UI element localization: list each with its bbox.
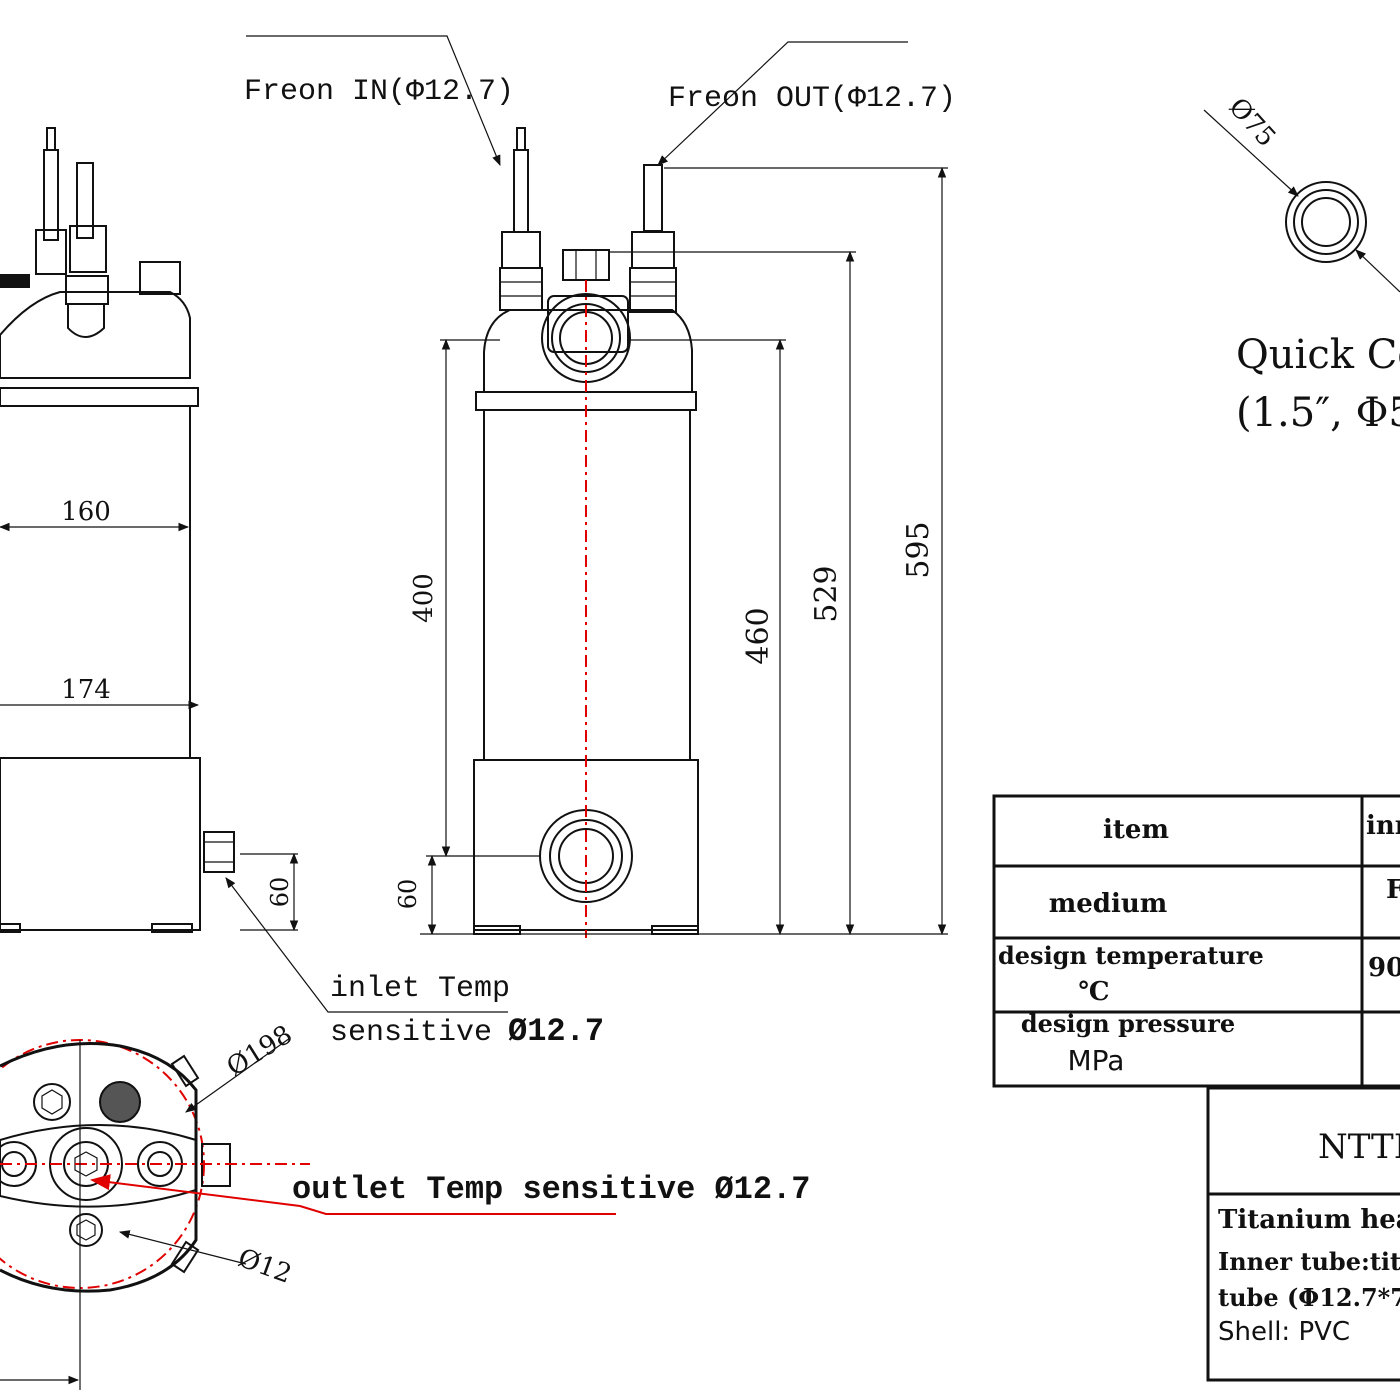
table-row-temp-unit: ℃ bbox=[1078, 977, 1109, 1007]
table-row-temp-label: design temperature bbox=[998, 941, 1264, 970]
inlet-temp-label-2: sensitive bbox=[330, 1016, 492, 1050]
dim-400: 400 bbox=[409, 573, 439, 623]
desc-line-2: Inner tube:tita bbox=[1218, 1247, 1400, 1276]
inlet-temp-dia: Ø12.7 bbox=[508, 1013, 604, 1050]
spec-table: item inn medium F design temperature ℃ 9… bbox=[992, 794, 1400, 1088]
quick-coupling-detail: Ø75 Quick Coup (1.5″, Φ50 bbox=[1203, 92, 1400, 436]
dim-60-mid: 60 bbox=[394, 879, 422, 910]
table-row-item-value: inn bbox=[1366, 811, 1400, 841]
table-row-pressure-unit: MPa bbox=[1068, 1044, 1125, 1077]
dia-12-label: Ø12 bbox=[234, 1243, 295, 1290]
dim-595: 595 bbox=[901, 521, 936, 578]
outlet-temp-label: outlet Temp sensitive Ø12.7 bbox=[292, 1171, 810, 1208]
desc-line-3: tube (Φ12.7*7N bbox=[1218, 1283, 1400, 1312]
table-row-pressure-label: design pressure bbox=[1021, 1009, 1235, 1038]
table-row-medium-value: F bbox=[1386, 875, 1400, 905]
dim-529: 529 bbox=[809, 565, 844, 622]
side-view-left: 160 174 60 bbox=[0, 127, 299, 933]
table-row-temp-value: 90 bbox=[1368, 953, 1400, 983]
inlet-temp-label: inlet Temp bbox=[330, 972, 510, 1006]
table-row-item-label: item bbox=[1103, 815, 1169, 845]
table-row-medium-label: medium bbox=[1049, 889, 1168, 919]
dia-198-label: Ø198 bbox=[222, 1020, 298, 1083]
front-view: 400 60 460 529 595 bbox=[246, 35, 948, 938]
dim-174: 174 bbox=[61, 675, 111, 705]
model-number: NTTP. bbox=[1318, 1127, 1400, 1167]
desc-line-1: Titanium heat bbox=[1218, 1205, 1400, 1235]
freon-out-label: Freon OUT(Φ12.7) bbox=[668, 82, 956, 116]
quick-coupling-label: Quick Coup bbox=[1236, 332, 1400, 378]
quick-coupling-spec: (1.5″, Φ50 bbox=[1236, 390, 1400, 436]
dia-75-label: Ø75 bbox=[1223, 92, 1282, 153]
dim-460: 460 bbox=[741, 607, 776, 664]
title-block: NTTP. Titanium heat Inner tube:tita tube… bbox=[1206, 1086, 1400, 1382]
dim-160: 160 bbox=[61, 497, 111, 527]
desc-line-4: Shell: PVC bbox=[1218, 1317, 1350, 1347]
plan-view: Ø198 Ø12 bbox=[0, 1020, 616, 1390]
dim-60-left: 60 bbox=[266, 877, 294, 908]
freon-in-label: Freon IN(Φ12.7) bbox=[244, 75, 514, 109]
